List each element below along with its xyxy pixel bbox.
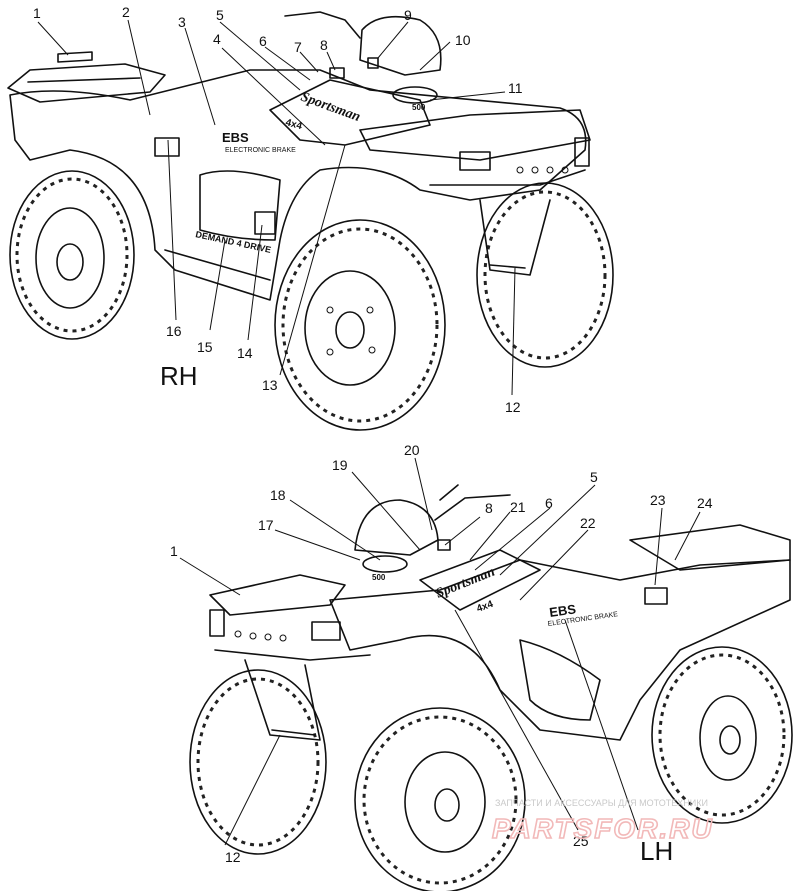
rh-callout-13: 13 bbox=[262, 377, 278, 393]
rh-callout-7: 7 bbox=[294, 39, 302, 55]
svg-text:EBS: EBS bbox=[548, 601, 577, 620]
atv-rh-view: EBS ELECTRONIC BRAKE DEMAND 4 DRIVE Spor… bbox=[7, 11, 614, 431]
svg-text:500: 500 bbox=[372, 573, 386, 582]
rh-callout-2: 2 bbox=[122, 4, 130, 20]
lh-rear-wheel bbox=[651, 646, 793, 824]
rh-callout-6: 6 bbox=[259, 33, 267, 49]
lh-callout-17: 17 bbox=[258, 517, 274, 533]
watermark-site: PARTSFOR.RU bbox=[492, 813, 714, 844]
svg-text:Sportsman: Sportsman bbox=[299, 90, 363, 125]
rh-callout-5: 5 bbox=[216, 7, 224, 23]
lh-front-wheel bbox=[354, 707, 526, 891]
rh-callout-10: 10 bbox=[455, 32, 471, 48]
lh-callout-24: 24 bbox=[697, 495, 713, 511]
rh-rear-wheel bbox=[9, 170, 135, 340]
rh-callout-9: 9 bbox=[404, 7, 412, 23]
rh-callout-8: 8 bbox=[320, 37, 328, 53]
lh-callout-21: 21 bbox=[510, 499, 526, 515]
rh-front-wheel bbox=[274, 219, 446, 431]
rh-callout-15: 15 bbox=[197, 339, 213, 355]
rh-view-label: RH bbox=[160, 361, 198, 391]
lh-callout-6: 6 bbox=[545, 495, 553, 511]
lh-callout-18: 18 bbox=[270, 487, 286, 503]
rh-right-rear-wheel bbox=[476, 182, 614, 368]
lh-leader-lines bbox=[179, 457, 701, 846]
rh-callout-1: 1 bbox=[33, 5, 41, 21]
lh-callout-23: 23 bbox=[650, 492, 666, 508]
svg-text:ELECTRONIC BRAKE: ELECTRONIC BRAKE bbox=[225, 147, 296, 154]
lh-front-left-wheel bbox=[189, 669, 327, 855]
lh-view-label: LH bbox=[640, 836, 673, 866]
lh-callout-1: 1 bbox=[170, 543, 178, 559]
svg-text:EBS: EBS bbox=[222, 130, 249, 145]
lh-callout-25: 25 bbox=[573, 833, 589, 849]
watermark-caption: ЗАПЧАСТИ И АКСЕССУАРЫ ДЛЯ МОТОТЕХНИКИ bbox=[495, 798, 708, 808]
lh-callout-12: 12 bbox=[225, 849, 241, 865]
rh-callout-11: 11 bbox=[508, 80, 523, 96]
lh-callout-20: 20 bbox=[404, 442, 420, 458]
rh-callout-14: 14 bbox=[237, 345, 253, 361]
watermark: ЗАПЧАСТИ И АКСЕССУАРЫ ДЛЯ МОТОТЕХНИКИ PA… bbox=[491, 798, 714, 845]
svg-text:4x4: 4x4 bbox=[284, 117, 303, 132]
lh-callout-22: 22 bbox=[580, 515, 596, 531]
rh-callout-4: 4 bbox=[213, 31, 221, 47]
rh-callout-16: 16 bbox=[166, 323, 182, 339]
lh-callout-8: 8 bbox=[485, 500, 493, 516]
lh-callout-19: 19 bbox=[332, 457, 348, 473]
lh-callout-numbers: 1 5 6 8 12 17 18 19 20 21 22 23 24 25 bbox=[170, 442, 713, 865]
rh-leader-lines bbox=[37, 19, 516, 396]
rh-callout-3: 3 bbox=[178, 14, 186, 30]
rh-callout-12: 12 bbox=[505, 399, 521, 415]
lh-callout-5: 5 bbox=[590, 469, 598, 485]
svg-text:500: 500 bbox=[412, 103, 426, 112]
